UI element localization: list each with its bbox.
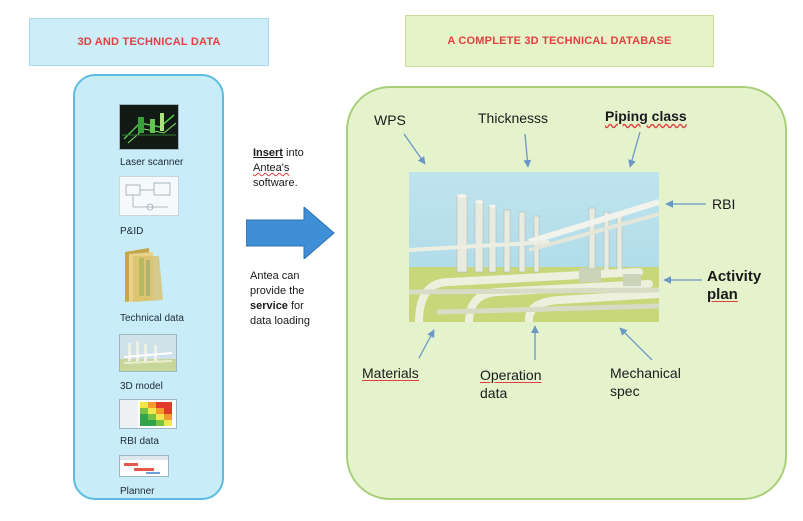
insert-note: Insert into Antea's software. <box>253 147 304 189</box>
source-label: Laser scanner <box>120 157 184 168</box>
planner-icon <box>119 455 169 477</box>
callout-activity-plan: Activity plan <box>707 268 762 303</box>
source-label: Technical data <box>120 313 184 324</box>
plant-illustration <box>409 172 659 322</box>
callout-thickness: Thicknesss <box>478 110 549 126</box>
left-title: 3D AND TECHNICAL DATA <box>77 36 221 48</box>
right-title: A COMPLETE 3D TECHNICAL DATABASE <box>447 35 672 47</box>
callout-mechanical-spec: Mechanical spec <box>610 365 681 399</box>
source-label: Planner <box>120 486 155 497</box>
pid-diagram-icon <box>119 176 179 216</box>
plant-model-icon <box>119 334 177 372</box>
callout-operation-data: Operation data <box>480 367 542 401</box>
right-title-box: A COMPLETE 3D TECHNICAL DATABASE <box>405 15 714 67</box>
callout-rbi: RBI <box>712 196 736 212</box>
arrow-right-icon <box>246 207 335 259</box>
insert-keyword: Insert <box>253 147 283 159</box>
callout-wps: WPS <box>374 112 406 128</box>
folder-icon <box>119 246 167 304</box>
source-label: P&ID <box>120 226 144 237</box>
left-title-box: 3D AND TECHNICAL DATA <box>29 18 269 66</box>
callout-piping-class: Piping class <box>605 108 687 124</box>
callout-materials: Materials <box>362 365 419 381</box>
risk-matrix-icon <box>119 399 177 429</box>
source-label: RBI data <box>120 436 159 447</box>
service-note: Antea can provide the service for data l… <box>250 270 310 327</box>
source-label: 3D model <box>120 381 163 392</box>
service-keyword: service <box>250 300 288 312</box>
laser-scan-icon <box>119 104 179 150</box>
